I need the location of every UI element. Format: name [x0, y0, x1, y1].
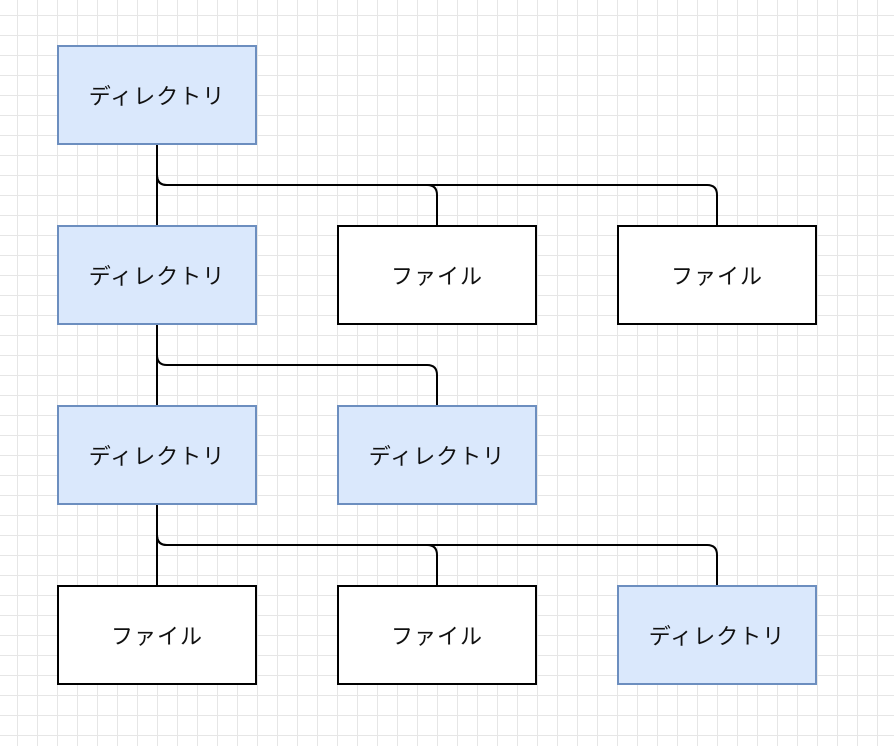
directory-node[interactable]: ディレクトリ — [57, 45, 257, 145]
connector-d0-f1b — [156, 145, 718, 225]
directory-node[interactable]: ディレクトリ — [617, 585, 817, 685]
file-node[interactable]: ファイル — [337, 225, 537, 325]
connector-d1-d2b — [156, 325, 438, 405]
file-node[interactable]: ファイル — [617, 225, 817, 325]
node-label: ファイル — [390, 265, 483, 290]
node-label: ファイル — [670, 265, 763, 290]
file-node[interactable]: ファイル — [57, 585, 257, 685]
directory-node[interactable]: ディレクトリ — [337, 405, 537, 505]
connector-d2-d3 — [156, 505, 718, 585]
directory-node[interactable]: ディレクトリ — [57, 405, 257, 505]
directory-node[interactable]: ディレクトリ — [57, 225, 257, 325]
node-label: ディレクトリ — [368, 445, 506, 470]
node-label: ディレクトリ — [88, 85, 226, 110]
node-label: ディレクトリ — [88, 445, 226, 470]
node-label: ファイル — [390, 625, 483, 650]
file-node[interactable]: ファイル — [337, 585, 537, 685]
node-label: ファイル — [110, 625, 203, 650]
node-label: ディレクトリ — [88, 265, 226, 290]
node-label: ディレクトリ — [648, 625, 786, 650]
